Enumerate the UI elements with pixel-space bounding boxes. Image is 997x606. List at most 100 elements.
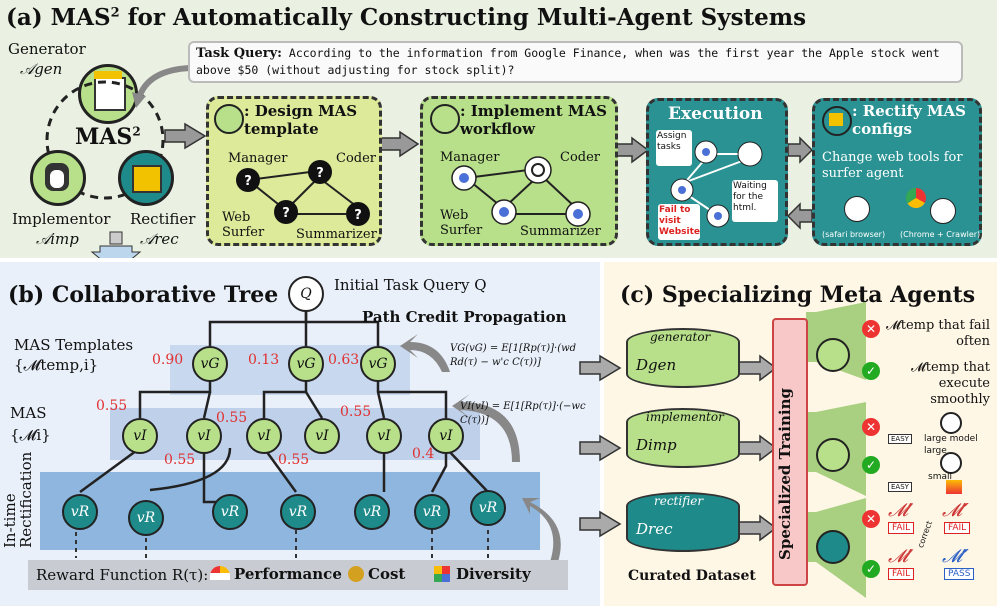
vg-score: 0.13 (248, 352, 280, 368)
stage4-right-caption: (Chrome + Crawler) (900, 230, 981, 239)
templates-set: {𝓜temp,i} (14, 356, 99, 374)
tree-root-node: Q (288, 276, 324, 312)
check-icon: ✓ (862, 560, 880, 578)
gen-bad-text: 𝓜temp that fail often (886, 318, 990, 349)
reward-diversity: Diversity (456, 565, 531, 583)
vi-score: 0.55 (96, 398, 128, 414)
vr-node: vR (414, 494, 450, 530)
stage4-title: : Rectify MAS configs (852, 102, 966, 138)
db-rectifier (626, 492, 740, 552)
generator-symbol: 𝒜gen (20, 60, 63, 78)
vi-node: vI (304, 418, 340, 454)
vi-score: 0.55 (164, 452, 196, 468)
rectifier-avatar (118, 150, 174, 206)
implementor-symbol: 𝒜imp (36, 230, 79, 248)
stage2-role-manager: Manager (440, 150, 500, 165)
templates-label: MAS Templates (14, 336, 134, 354)
imp-bad-text-2: large (924, 446, 947, 456)
agent-icon-left (844, 196, 870, 222)
root-caption: Initial Task Query Q (334, 276, 487, 294)
vg-node: vG (288, 346, 324, 382)
panel-a-arrows (45, 65, 814, 258)
generator-label: Generator (8, 40, 86, 58)
imp-bad-text: large model (924, 434, 978, 444)
reward-performance: Performance (234, 565, 342, 583)
check-icon: ✓ (862, 456, 880, 474)
reward-cost: Cost (368, 565, 406, 583)
curated-dataset-label: Curated Dataset (628, 568, 756, 584)
generator-small-avatar (816, 338, 850, 372)
vr-node: vR (354, 494, 390, 530)
stage1-graph: ???? (236, 160, 370, 226)
path-credit-label: Path Credit Propagation (362, 308, 567, 326)
cross-icon: ✕ (862, 418, 880, 436)
vi-node: vI (122, 418, 158, 454)
check-icon: ✓ (862, 362, 880, 380)
vi-node: vI (428, 418, 464, 454)
fail-badge: FAIL (944, 522, 971, 534)
generator-avatar (78, 64, 138, 124)
db-implementor-label: Dimp (636, 436, 677, 454)
task-query-text: According to the information from Google… (196, 46, 940, 77)
rectifier-symbol: 𝒜rec (140, 230, 179, 248)
easy-badge: EASY (888, 434, 912, 444)
vi-score: 0.4 (412, 446, 435, 462)
money-bag-icon (348, 566, 364, 582)
vi-node: vI (246, 418, 282, 454)
rectifier-small-avatar (816, 530, 850, 564)
svg-text:?: ? (316, 166, 324, 181)
vr-node: vR (280, 494, 316, 530)
db-generator-tag: generator (650, 330, 711, 344)
gen-good-text: 𝓜temp that execute smoothly (911, 360, 990, 407)
execution-graph (670, 140, 763, 228)
stage4-left-caption: (safari browser) (822, 230, 886, 239)
vi-score: 0.55 (278, 452, 310, 468)
panel-a-title: (a) MAS2 for Automatically Constructing … (6, 4, 807, 31)
openai-icon (940, 452, 962, 474)
note-assign-tasks: Assign tasks (656, 130, 692, 166)
db-implementor-tag: implementor (646, 410, 724, 424)
db-generator-label: Dgen (636, 356, 677, 374)
svg-text:?: ? (354, 208, 362, 223)
diversity-icon (434, 566, 450, 582)
mas2-label: MAS2 (75, 124, 141, 150)
m-dprime-pass: 𝓜″ (942, 546, 969, 567)
specialized-training-bar (772, 318, 808, 586)
mas-set: {𝓜i} (10, 426, 51, 444)
rectifier-mini-icon (822, 106, 852, 136)
vr-node: vR (212, 494, 248, 530)
stage2-role-coder: Coder (560, 150, 601, 165)
vi-node: vI (366, 418, 402, 454)
implementor-mini-icon (430, 104, 460, 134)
mistral-icon (946, 480, 962, 494)
db-implementor (626, 408, 740, 468)
panel-b-title: (b) Collaborative Tree (8, 282, 279, 308)
note-fail: Fail to visit Website (658, 204, 700, 240)
formula-vi: VI(vI) = E[1[Rp(τ)]·(−wc C(τ))] (460, 401, 586, 426)
task-query-box: Task Query: According to the information… (188, 41, 963, 83)
vi-node: vI (186, 418, 222, 454)
reward-label: Reward Function R(τ): (36, 566, 209, 584)
vg-score: 0.90 (152, 352, 184, 368)
stage1-role-summarizer: Summarizer (296, 227, 377, 242)
stage1-role-websurfer: Web Surfer (222, 210, 265, 240)
stage1-title: : Design MAS template (244, 102, 358, 138)
pass-badge: PASS (944, 568, 975, 580)
stage2-graph (451, 156, 591, 227)
stage1-role-manager: Manager (228, 151, 288, 166)
vi-score: 0.55 (216, 410, 248, 426)
vr-node: vR (62, 494, 98, 530)
openai-icon (940, 412, 962, 434)
m-dprime-fail: 𝓜″ (942, 500, 969, 521)
rectifier-label: Rectifier (130, 210, 196, 228)
panel-c-title: (c) Specializing Meta Agents (620, 282, 976, 308)
crown-icon (94, 71, 122, 79)
m-prime-fail: 𝓜′ (888, 500, 913, 521)
vg-node: vG (192, 346, 228, 382)
implementor-small-avatar (816, 438, 850, 472)
stage4-text: Change web tools for surfer agent (822, 150, 963, 181)
vg-node: vG (360, 346, 396, 382)
svg-text:?: ? (282, 206, 290, 221)
cross-icon: ✕ (862, 510, 880, 528)
implementor-label: Implementor (12, 210, 111, 228)
